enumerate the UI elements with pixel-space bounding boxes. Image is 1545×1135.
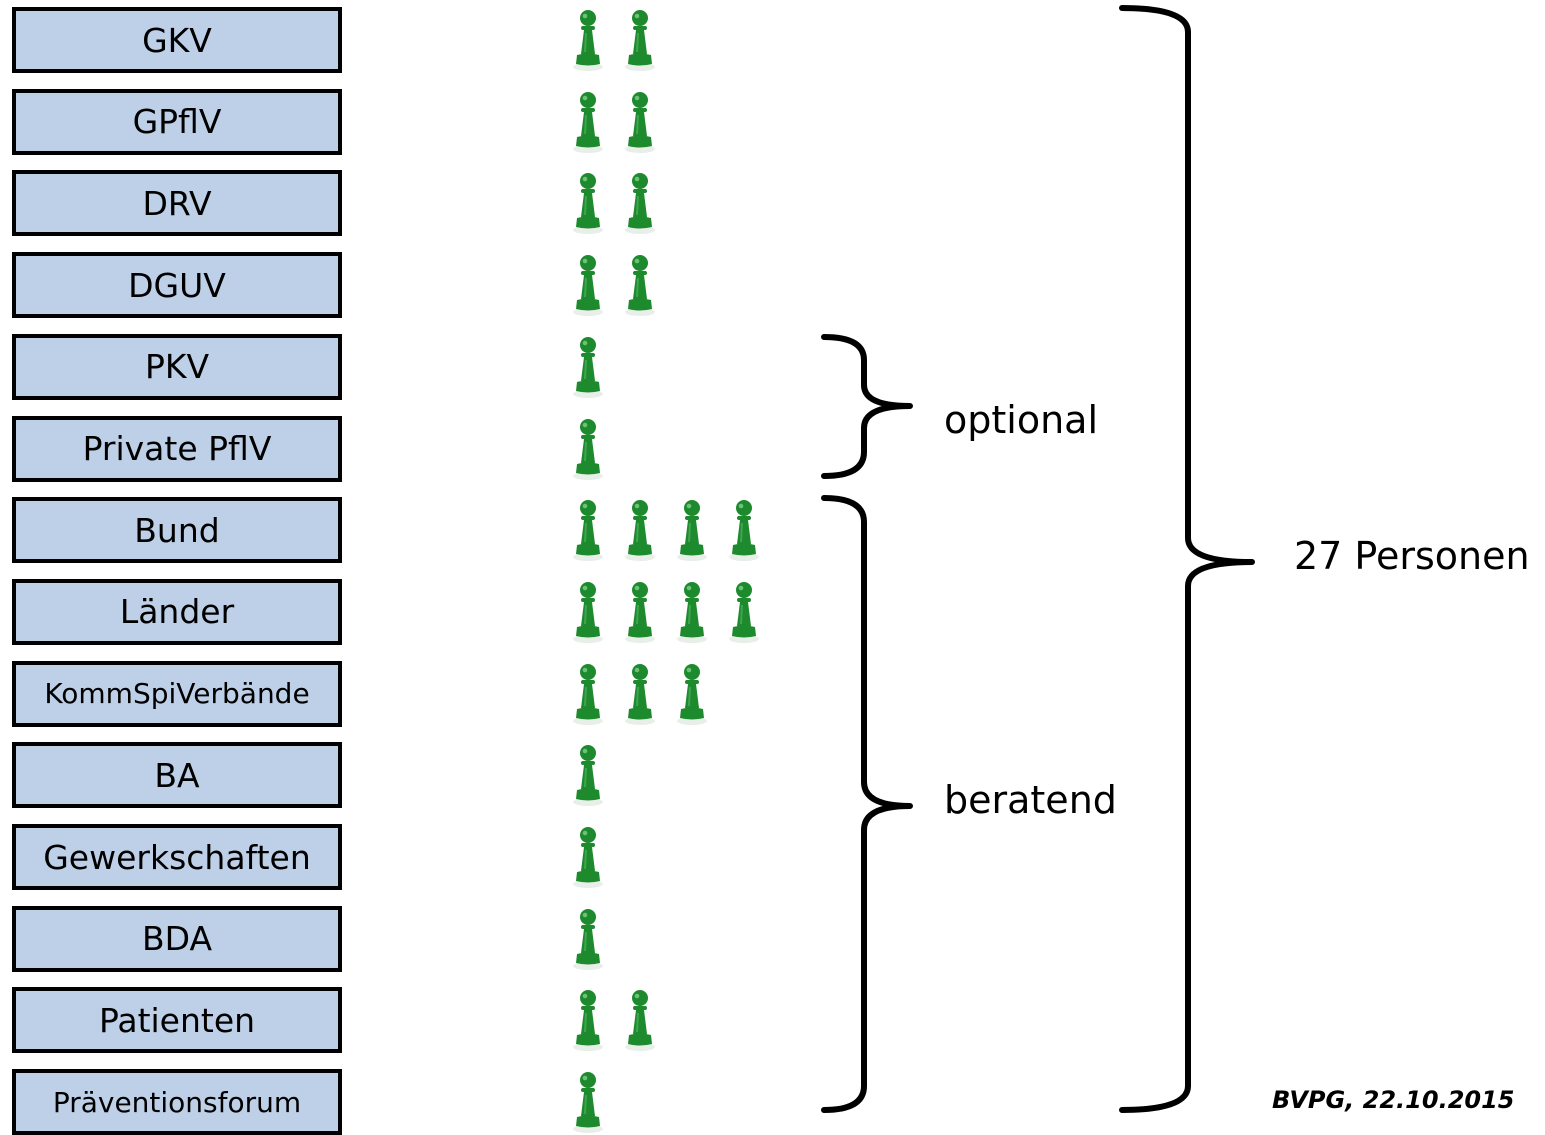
pawn-icon: [573, 336, 603, 398]
org-box: Länder: [12, 578, 342, 645]
pawn-icon: [729, 500, 759, 562]
pawn-icon: [573, 500, 603, 562]
org-box: PKV: [12, 333, 342, 400]
pawn-icon: [677, 663, 707, 725]
pawn-icon: [573, 418, 603, 480]
pawn-icon: [625, 581, 655, 643]
beratend-brace: [821, 495, 913, 1113]
pawn-icon: [677, 581, 707, 643]
pawn-icon: [625, 990, 655, 1052]
pawn-icon: [573, 745, 603, 807]
org-box: Gewerkschaften: [12, 824, 342, 890]
pawn-icon: [573, 255, 603, 317]
pawn-icon: [729, 581, 759, 643]
org-box: Bund: [12, 497, 342, 564]
total-persons-label: 27 Personen: [1294, 534, 1530, 578]
footer-credit: BVPG, 22.10.2015: [1272, 1086, 1515, 1114]
total-brace: [1119, 5, 1255, 1113]
pawn-icon: [625, 255, 655, 317]
org-box: KommSpiVerbände: [12, 660, 342, 727]
org-box: Private PflV: [12, 415, 342, 482]
org-box: BA: [12, 742, 342, 809]
org-box: DRV: [12, 170, 342, 237]
optional-label: optional: [944, 398, 1099, 442]
org-box: DGUV: [12, 252, 342, 319]
pawn-icon: [573, 91, 603, 153]
org-box: GKV: [12, 7, 342, 73]
pawn-icon: [625, 173, 655, 235]
org-box: Patienten: [12, 987, 342, 1054]
pawn-icon: [573, 663, 603, 725]
pawn-icon: [573, 908, 603, 970]
pawn-icon: [625, 10, 655, 71]
pawn-icon: [573, 581, 603, 643]
pawn-icon: [625, 500, 655, 562]
pawn-icon: [625, 91, 655, 153]
pawn-icon: [573, 173, 603, 235]
org-box: GPflV: [12, 88, 342, 155]
pawn-icon: [625, 663, 655, 725]
pawn-icon: [677, 500, 707, 562]
org-box: BDA: [12, 905, 342, 972]
org-box: Präventionsforum: [12, 1069, 342, 1135]
pawn-icon: [573, 10, 603, 71]
pawn-icon: [573, 990, 603, 1052]
optional-brace: [821, 334, 913, 479]
beratend-label: beratend: [944, 778, 1117, 822]
pawn-icon: [573, 827, 603, 888]
